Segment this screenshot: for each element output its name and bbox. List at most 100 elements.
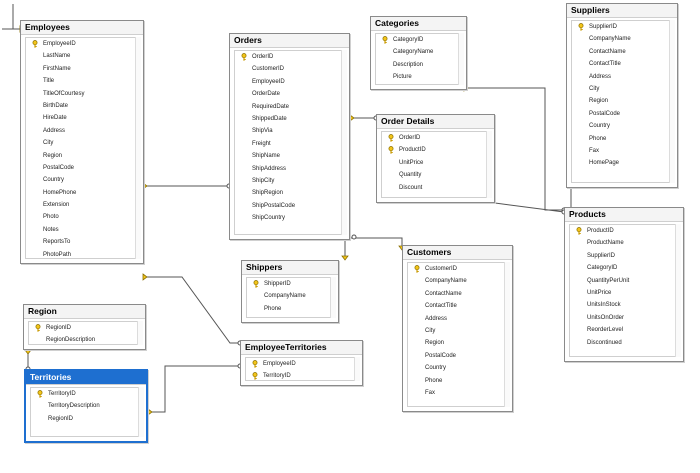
column-row[interactable]: OrderID	[235, 51, 341, 63]
column-row[interactable]: Region	[572, 95, 669, 107]
column-row[interactable]: TerritoryID	[246, 370, 354, 380]
column-row[interactable]: TerritoryDescription	[31, 400, 138, 412]
column-row[interactable]: CompanyName	[408, 275, 504, 287]
column-row[interactable]: UnitPrice	[382, 157, 486, 169]
column-row[interactable]: Quantity	[382, 169, 486, 181]
column-row[interactable]: HireDate	[26, 112, 135, 124]
column-row[interactable]: ShipCountry	[235, 212, 341, 224]
column-row[interactable]: Region	[26, 150, 135, 162]
scrollbar[interactable]	[137, 321, 143, 345]
column-row[interactable]: Phone	[408, 375, 504, 387]
column-row[interactable]: CustomerID	[408, 263, 504, 275]
column-row[interactable]: CompanyName	[572, 33, 669, 45]
column-row[interactable]: TerritoryID	[31, 388, 138, 400]
column-row[interactable]: ProductName	[570, 237, 675, 249]
column-row[interactable]: UnitsOnOrder	[570, 312, 675, 324]
column-row[interactable]: Phone	[572, 133, 669, 145]
column-row[interactable]: OrderID	[382, 132, 486, 144]
column-row[interactable]: ShipAddress	[235, 163, 341, 175]
column-row[interactable]: OrderDate	[235, 88, 341, 100]
column-row[interactable]: Notes	[26, 224, 135, 236]
column-row[interactable]: Address	[408, 313, 504, 325]
table-title[interactable]: Shippers	[242, 261, 338, 275]
column-row[interactable]: CompanyName	[247, 290, 330, 302]
column-row[interactable]: UnitsInStock	[570, 299, 675, 311]
column-row[interactable]: ContactTitle	[408, 300, 504, 312]
column-row[interactable]: SupplierID	[570, 250, 675, 262]
column-row[interactable]: SupplierID	[572, 21, 669, 33]
column-row[interactable]: LastName	[26, 50, 135, 62]
column-row[interactable]: Country	[26, 174, 135, 186]
column-row[interactable]: ProductID	[382, 144, 486, 156]
table-title[interactable]: Orders	[230, 34, 349, 48]
table-title[interactable]: Categories	[371, 17, 466, 31]
column-row[interactable]: Fax	[408, 387, 504, 399]
column-row[interactable]: HomePage	[572, 157, 669, 169]
table-title[interactable]: Territories	[26, 371, 146, 385]
column-row[interactable]: RequiredDate	[235, 101, 341, 113]
column-row[interactable]: Photo	[26, 211, 135, 223]
column-row[interactable]: Discount	[382, 182, 486, 194]
column-row[interactable]: ShipName	[235, 150, 341, 162]
table-title[interactable]: EmployeeTerritories	[241, 341, 362, 355]
table-title[interactable]: Region	[24, 305, 145, 319]
column-row[interactable]: ContactName	[572, 46, 669, 58]
column-row[interactable]: PostalCode	[26, 162, 135, 174]
column-row[interactable]: RegionID	[31, 413, 138, 425]
column-row[interactable]: PostalCode	[572, 108, 669, 120]
scrollbar[interactable]	[504, 262, 510, 407]
column-row[interactable]: ShipPostalCode	[235, 200, 341, 212]
column-row[interactable]: Country	[572, 120, 669, 132]
column-row[interactable]: ReorderLevel	[570, 324, 675, 336]
column-row[interactable]: Discontinued	[570, 337, 675, 349]
column-row[interactable]: City	[572, 83, 669, 95]
scrollbar[interactable]	[669, 20, 675, 183]
column-row[interactable]: Country	[408, 362, 504, 374]
scrollbar[interactable]	[354, 357, 360, 381]
column-row[interactable]: ShipCity	[235, 175, 341, 187]
column-row[interactable]: EmployeeID	[246, 358, 354, 370]
column-row[interactable]: Extension	[26, 199, 135, 211]
column-row[interactable]: Description	[376, 59, 458, 71]
column-row[interactable]: ReportsTo	[26, 236, 135, 248]
scrollbar[interactable]	[135, 37, 141, 259]
column-row[interactable]: EmployeeID	[235, 76, 341, 88]
scrollbar[interactable]	[138, 387, 144, 437]
table-title[interactable]: Order Details	[377, 115, 494, 129]
column-row[interactable]: RegionID	[29, 322, 137, 334]
scrollbar[interactable]	[330, 277, 336, 318]
column-row[interactable]: ContactTitle	[572, 58, 669, 70]
column-row[interactable]: ShipperID	[247, 278, 330, 290]
column-row[interactable]: Address	[572, 71, 669, 83]
column-row[interactable]: ContactName	[408, 288, 504, 300]
column-row[interactable]: ShipVia	[235, 125, 341, 137]
column-row[interactable]: BirthDate	[26, 100, 135, 112]
table-title[interactable]: Employees	[21, 21, 143, 35]
column-row[interactable]: CategoryID	[376, 34, 458, 46]
column-row[interactable]: PostalCode	[408, 350, 504, 362]
column-row[interactable]: ShippedDate	[235, 113, 341, 125]
column-row[interactable]: HomePhone	[26, 187, 135, 199]
column-row[interactable]: CustomerID	[235, 63, 341, 75]
column-row[interactable]: Region	[408, 337, 504, 349]
column-row[interactable]: Title	[26, 75, 135, 87]
column-row[interactable]: Phone	[247, 303, 330, 315]
column-row[interactable]: Picture	[376, 71, 458, 83]
column-row[interactable]: ProductID	[570, 225, 675, 237]
column-row[interactable]: City	[408, 325, 504, 337]
column-row[interactable]: Address	[26, 125, 135, 137]
column-row[interactable]: UnitPrice	[570, 287, 675, 299]
column-row[interactable]: FirstName	[26, 63, 135, 75]
